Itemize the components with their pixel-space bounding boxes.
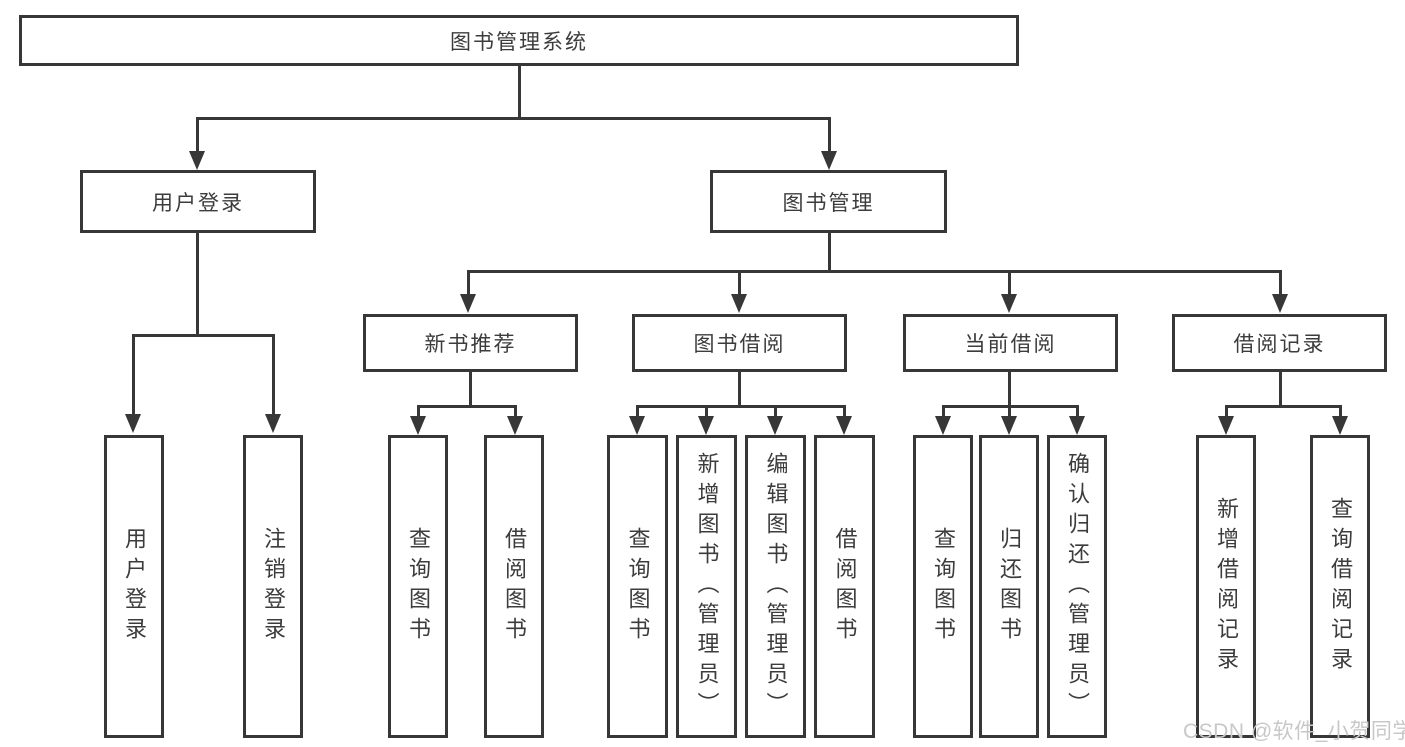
node-library-management-system: 图书管理系统	[19, 15, 1019, 66]
connector-current-borrow-stem	[1008, 372, 1011, 408]
node-label: 用户登录	[152, 191, 244, 215]
leaf-logout: 注销登录	[243, 435, 303, 738]
connector-drop-leaf	[942, 405, 945, 417]
connector-drop-logout-leaf	[272, 334, 275, 415]
leaf-label: 确认归还（管理员）	[1065, 451, 1090, 722]
arrow-down-icon	[410, 416, 426, 435]
arrow-down-icon	[935, 416, 951, 435]
arrow-down-icon	[125, 414, 141, 433]
connector-borrow-records-bar	[1225, 405, 1342, 408]
leaf-rec-borrow-books: 借阅图书	[484, 435, 544, 738]
connector-book-borrow-bar	[636, 405, 846, 408]
connector-new-book-rec-stem	[469, 372, 472, 408]
arrow-down-icon	[836, 416, 852, 435]
arrow-down-icon	[1069, 416, 1085, 435]
connector-drop-book-mgmt	[828, 117, 831, 152]
leaf-bb-borrow-books: 借阅图书	[814, 435, 875, 738]
arrow-down-icon	[507, 416, 523, 435]
connector-drop-book-borrow	[738, 270, 741, 295]
connector-book-mgmt-stem	[828, 233, 831, 272]
connector-drop-leaf	[514, 405, 517, 417]
arrow-down-icon	[460, 294, 476, 313]
node-label: 图书借阅	[693, 333, 786, 356]
arrow-down-icon	[189, 151, 205, 170]
node-label: 借阅记录	[1233, 333, 1326, 356]
arrow-down-icon	[731, 294, 747, 313]
leaf-br-add-record: 新增借阅记录	[1196, 435, 1256, 738]
leaf-bb-edit-books-admin: 编辑图书（管理员）	[745, 435, 806, 738]
leaf-label: 新增图书（管理员）	[694, 451, 720, 722]
node-book-borrowing: 图书借阅	[632, 314, 847, 372]
leaf-label: 用户登录	[122, 526, 147, 647]
leaf-label: 编辑图书（管理员）	[763, 451, 789, 722]
connector-user-login-bar	[132, 334, 275, 337]
connector-drop-leaf	[1339, 405, 1342, 417]
leaf-label: 查询图书	[406, 526, 431, 647]
connector-drop-leaf	[1008, 405, 1011, 417]
arrow-down-icon	[1218, 416, 1234, 435]
arrow-down-icon	[265, 414, 281, 433]
arrow-down-icon	[1332, 416, 1348, 435]
connector-book-borrow-stem	[738, 372, 741, 408]
leaf-bb-query-books: 查询图书	[607, 435, 668, 738]
csdn-watermark: CSDN @软件_小贺同学	[1183, 720, 1405, 743]
connector-level3-bar	[467, 270, 1282, 273]
leaf-bb-add-books-admin: 新增图书（管理员）	[676, 435, 737, 738]
node-label: 新书推荐	[424, 333, 517, 356]
node-book-management: 图书管理	[710, 170, 947, 233]
node-label: 图书管理系统	[450, 30, 588, 54]
connector-user-login-stem	[196, 233, 199, 336]
leaf-rec-query-books: 查询图书	[388, 435, 448, 738]
arrow-down-icon	[1272, 294, 1288, 313]
leaf-br-query-record: 查询借阅记录	[1310, 435, 1370, 738]
connector-borrow-records-stem	[1279, 372, 1282, 408]
connector-root-stem	[518, 66, 521, 119]
leaf-label: 查询图书	[931, 526, 956, 647]
connector-drop-leaf	[636, 405, 639, 417]
leaf-cb-query-books: 查询图书	[913, 435, 973, 738]
arrow-down-icon	[1001, 416, 1017, 435]
node-label: 当前借阅	[964, 333, 1057, 356]
connector-new-book-rec-bar	[417, 405, 517, 408]
arrow-down-icon	[698, 416, 714, 435]
leaf-cb-return-books: 归还图书	[979, 435, 1039, 738]
connector-drop-leaf	[705, 405, 708, 417]
connector-drop-login-leaf	[132, 334, 135, 415]
connector-drop-leaf	[843, 405, 846, 417]
node-current-borrowing: 当前借阅	[903, 314, 1118, 372]
connector-level1-bar	[196, 117, 831, 120]
node-new-book-recommend: 新书推荐	[363, 314, 578, 372]
node-borrowing-records: 借阅记录	[1172, 314, 1387, 372]
connector-drop-current-borrow	[1008, 270, 1011, 295]
node-label: 图书管理	[782, 191, 875, 215]
arrow-down-icon	[629, 416, 645, 435]
connector-drop-leaf	[1076, 405, 1079, 417]
arrow-down-icon	[821, 151, 837, 170]
leaf-label: 新增借阅记录	[1214, 496, 1239, 677]
leaf-label: 借阅图书	[502, 526, 527, 647]
arrow-down-icon	[767, 416, 783, 435]
leaf-user-login: 用户登录	[104, 435, 164, 738]
arrow-down-icon	[1001, 294, 1017, 313]
node-user-login: 用户登录	[80, 170, 316, 233]
leaf-label: 归还图书	[997, 526, 1022, 647]
leaf-cb-confirm-return-admin: 确认归还（管理员）	[1047, 435, 1107, 738]
connector-drop-new-book-rec	[467, 270, 470, 295]
leaf-label: 查询借阅记录	[1328, 496, 1353, 677]
leaf-label: 注销登录	[261, 526, 286, 647]
connector-drop-leaf	[774, 405, 777, 417]
leaf-label: 查询图书	[625, 526, 651, 647]
connector-drop-user-login	[196, 117, 199, 152]
connector-drop-leaf	[417, 405, 420, 417]
leaf-label: 借阅图书	[832, 526, 858, 647]
connector-drop-borrow-records	[1279, 270, 1282, 295]
connector-drop-leaf	[1225, 405, 1228, 417]
